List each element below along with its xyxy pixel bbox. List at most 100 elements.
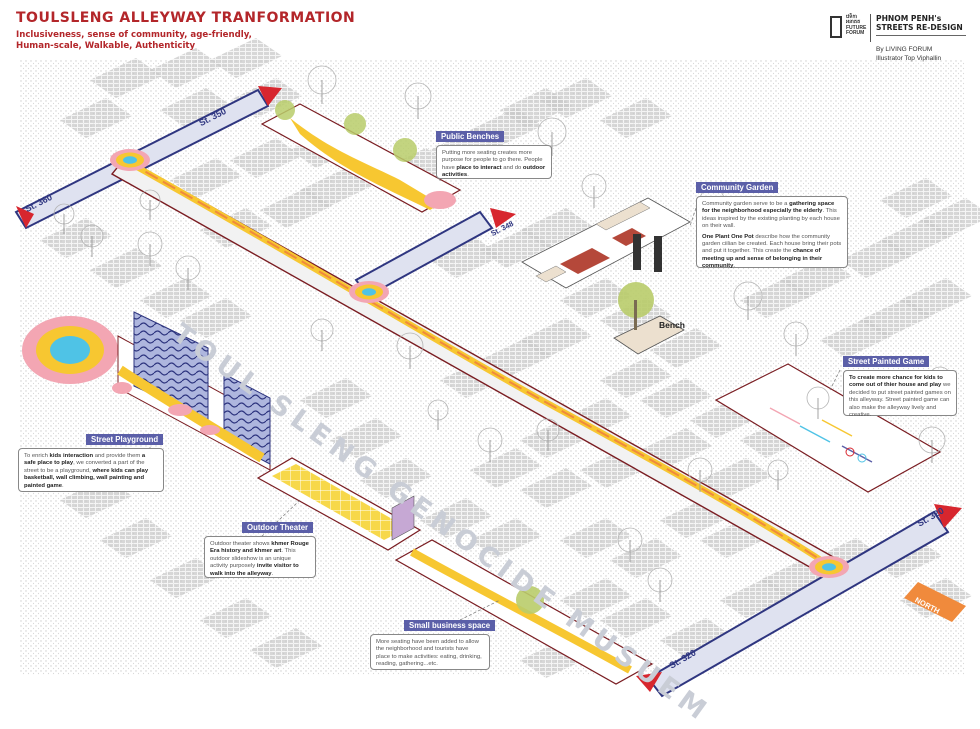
city-block <box>210 38 282 78</box>
byline: By LIVING FORUM Illustrator Top Viphalli… <box>876 45 941 63</box>
callout-community-garden: Community garden serve to be a gathering… <box>696 196 848 271</box>
city-block <box>150 48 222 88</box>
text-bold: To create more chance for kids to come o… <box>849 375 943 389</box>
text-span: . This outdoor slideshow is an unique ac… <box>210 548 296 570</box>
city-block <box>600 598 672 638</box>
city-block <box>540 78 612 118</box>
inset-public-benches <box>260 100 462 213</box>
text-span: . <box>733 263 736 270</box>
city-block <box>660 618 732 658</box>
roundel-st348 <box>349 281 389 303</box>
tree-sketch <box>647 567 673 602</box>
text-bold: gathering space for the neighborhood esp… <box>702 201 835 215</box>
callout-title-outdoor-theater: Outdoor Theater <box>242 522 314 533</box>
text-para: Community garden serve to be a gathering… <box>702 201 842 231</box>
text-span: More seating have been added to allow th… <box>376 639 482 668</box>
city-block <box>470 448 542 488</box>
city-block <box>600 98 672 138</box>
text-bold: a safe place to play <box>24 453 146 467</box>
city-block <box>180 298 252 338</box>
tree-sketch <box>139 189 161 220</box>
text-span: and provide them <box>93 453 142 459</box>
tree-sketch <box>687 457 713 492</box>
city-block <box>650 328 722 368</box>
text-span: . This ideas inspired by the existing pl… <box>702 208 840 230</box>
page-title: TOULSLENG ALLEYWAY TRANFORMATION <box>16 10 356 26</box>
city-block <box>920 198 980 238</box>
callout-title-community-garden: Community Garden <box>696 182 779 193</box>
bench-label: Bench <box>659 320 685 330</box>
inset-outdoor-theater <box>256 457 422 551</box>
callout-street-playground: To enrich kids interaction and provide t… <box>18 448 164 492</box>
byline-author: By LIVING FORUM <box>876 46 933 53</box>
text-para: One Plant One Pot describe how the commu… <box>702 234 842 271</box>
city-block <box>520 468 592 508</box>
tree-sketch <box>806 386 830 419</box>
city-block <box>780 258 852 298</box>
bench-vignette <box>613 282 685 355</box>
roundel-st320 <box>809 556 849 578</box>
tree-sketch <box>307 65 337 104</box>
tree-sketch <box>537 117 567 156</box>
tree-sketch <box>767 459 789 490</box>
inset-community-garden <box>521 197 691 289</box>
logo-text: វេទិកា អនាគត FUTURE FORUM <box>846 14 867 37</box>
text-span: we decided to put street painted games o… <box>849 382 951 419</box>
city-block <box>360 458 432 498</box>
tree-sketch <box>80 224 104 257</box>
inset-street-painted-game <box>714 363 942 493</box>
future-forum-logo: វេទិកា អនាគត FUTURE FORUM <box>826 14 871 42</box>
tree-sketch <box>581 173 607 208</box>
inset-small-business <box>394 539 654 685</box>
tree-sketch <box>783 321 809 356</box>
text-span: To enrich <box>24 453 50 459</box>
city-block <box>200 598 272 638</box>
callout-title-public-benches: Public Benches <box>436 131 505 142</box>
tree-sketch <box>175 255 201 290</box>
callout-small-business: More seating have been added to allow th… <box>370 634 490 670</box>
text-span: and do <box>501 164 523 171</box>
text-span: Putting more seating creates more purpos… <box>442 150 543 171</box>
tree-sketch <box>477 427 503 462</box>
text-bold: chance of meeting up and sense of belong… <box>702 248 823 270</box>
city-block <box>420 498 492 538</box>
text-bold: where kids can play basketball, wall cli… <box>24 467 149 489</box>
text-span: Community garden serve to be a <box>702 201 790 207</box>
city-block <box>230 138 302 178</box>
city-block <box>170 158 242 198</box>
text-bold: One Plant One Pot <box>702 233 754 240</box>
city-block <box>140 278 212 318</box>
city-block <box>840 238 912 278</box>
city-block <box>60 98 132 138</box>
tree-sketch <box>536 418 560 451</box>
tree-sketch <box>310 318 334 351</box>
city-block <box>300 168 372 208</box>
city-block <box>470 518 542 558</box>
tree-sketch <box>733 281 763 320</box>
text-bold: place to interact <box>456 164 502 171</box>
city-block <box>250 628 322 668</box>
callout-title-street-playground: Street Playground <box>86 434 164 445</box>
city-block <box>100 518 172 558</box>
axonometric-site-plan <box>14 38 980 698</box>
callout-title-small-business: Small business space <box>404 620 496 631</box>
city-block <box>40 218 112 258</box>
text-span: describe how the community garden ciilia… <box>702 233 842 255</box>
trees <box>53 65 952 602</box>
logo-mark-icon <box>830 16 842 38</box>
tree-sketch <box>404 82 432 119</box>
text-span: Outdoor theater shows <box>210 541 272 547</box>
byline-illustrator: Illustrator Top Viphallin <box>876 55 942 62</box>
city-block <box>640 378 712 418</box>
city-block <box>160 88 232 128</box>
text-bold: kids interaction <box>49 453 94 459</box>
city-block <box>330 418 402 458</box>
city-block <box>880 178 952 218</box>
city-block <box>90 58 162 98</box>
text-span: . <box>467 172 469 179</box>
tree-sketch <box>427 399 449 430</box>
callout-street-painted-game: To create more chance for kids to come o… <box>843 370 957 419</box>
city-block <box>610 538 682 578</box>
roundel-st350 <box>110 149 150 171</box>
city-block <box>90 248 162 288</box>
